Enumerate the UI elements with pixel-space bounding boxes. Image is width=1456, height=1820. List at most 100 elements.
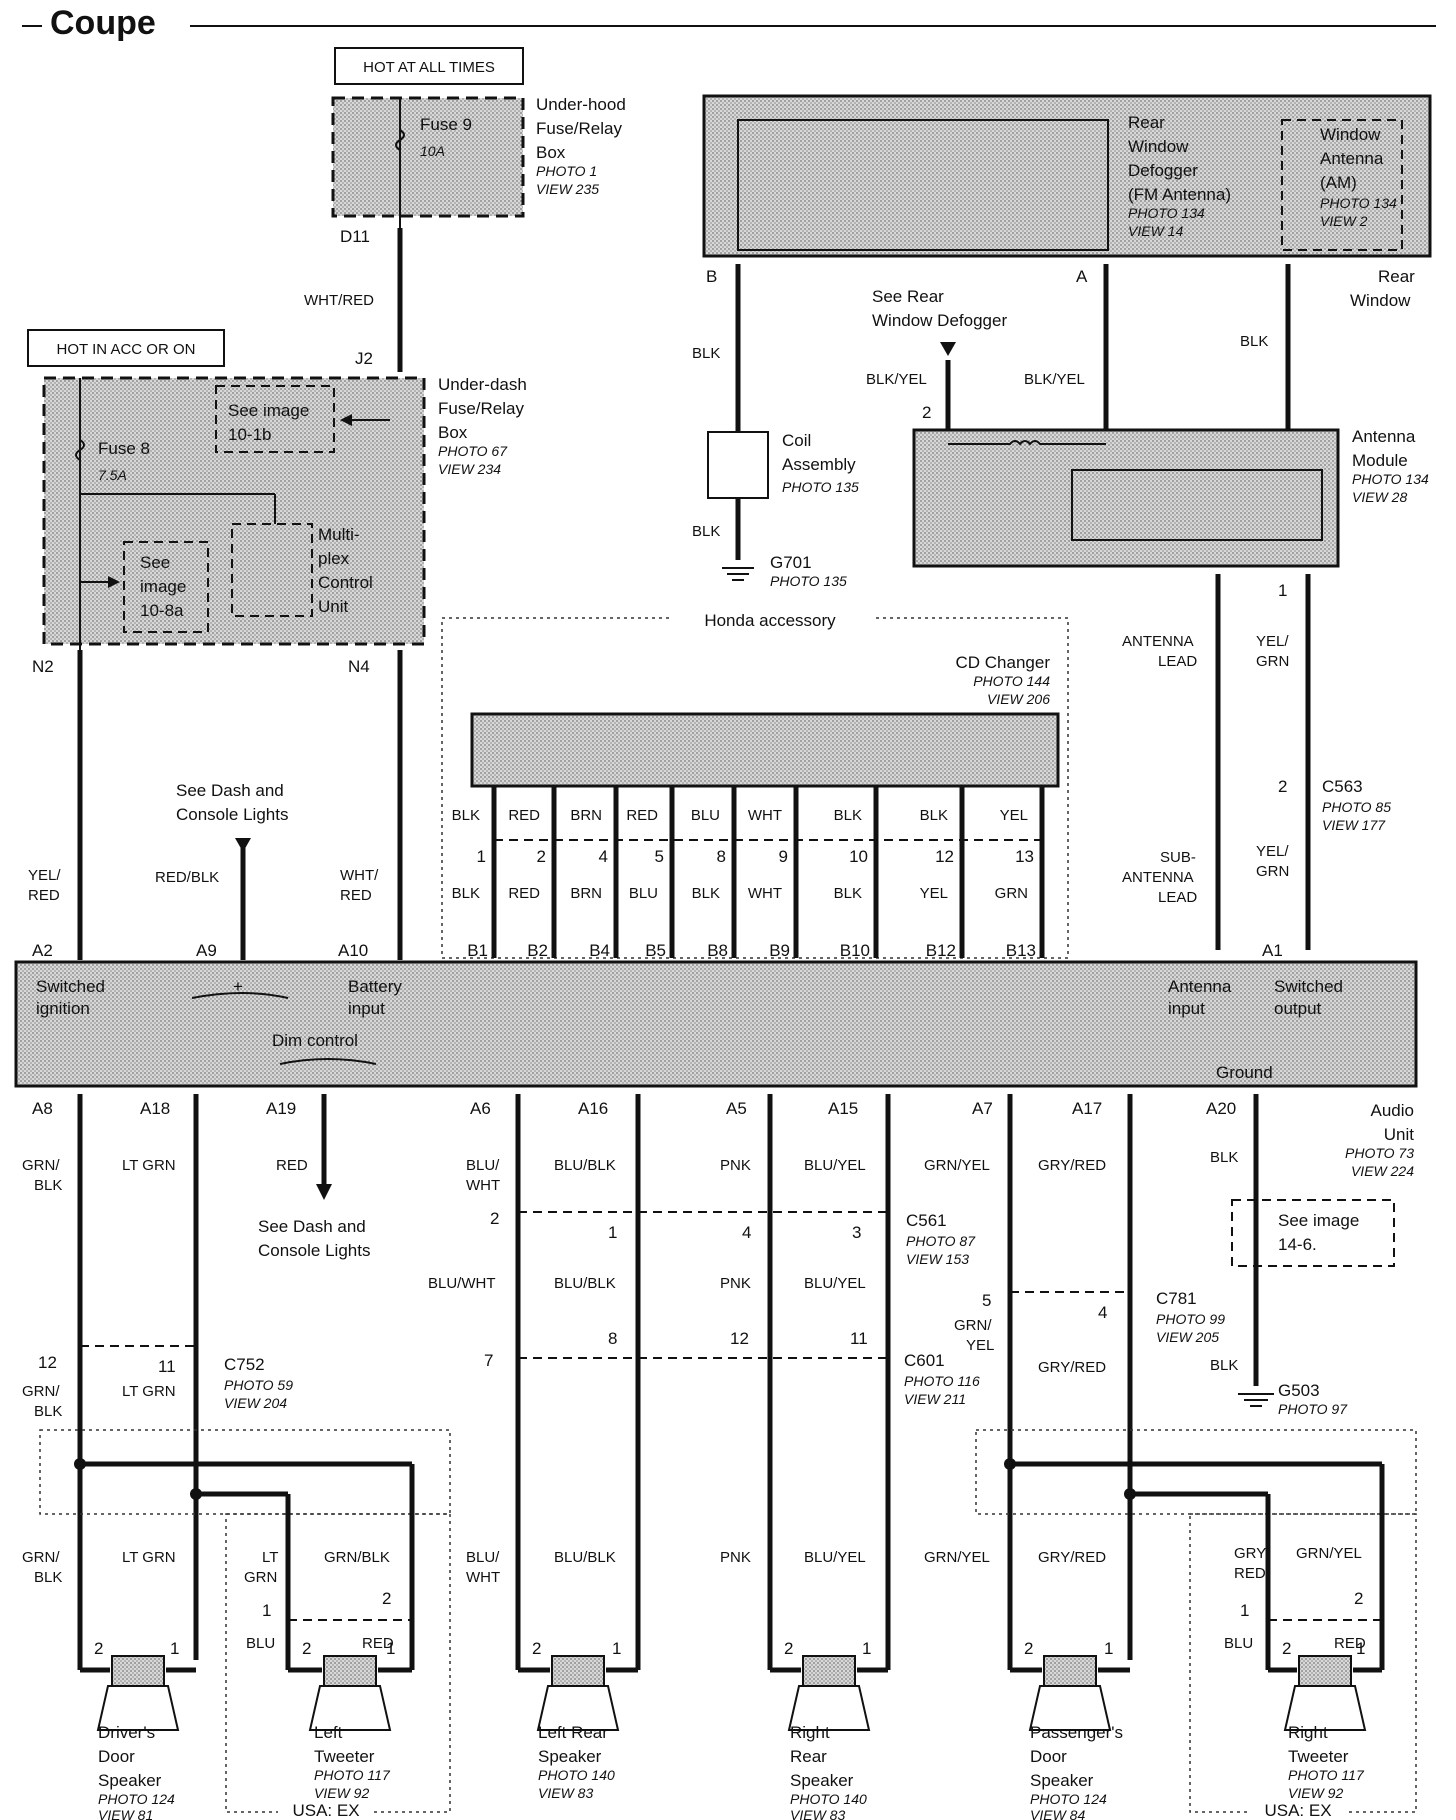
passengers-door-speaker-view: VIEW 84 — [1030, 1807, 1085, 1820]
see-dash-lights[interactable]: Console Lights — [176, 805, 288, 824]
cd-pin: 4 — [599, 847, 608, 866]
cd-bottom-wire-color: BRN — [570, 885, 602, 902]
wire-blu-wht-3: BLU/ — [466, 1549, 500, 1566]
cd-bottom-wire-color: YEL — [920, 885, 948, 902]
wire-blu-2: BLU — [1224, 1635, 1253, 1652]
cd-changer-name: CD Changer — [956, 653, 1051, 672]
antenna-module-name: Module — [1352, 451, 1408, 470]
antenna-lead: LEAD — [1158, 653, 1197, 670]
underhood-name: Fuse/Relay — [536, 119, 622, 138]
left-rear-speaker-photo: PHOTO 140 — [538, 1767, 615, 1783]
multiplex-control-unit — [231, 523, 313, 617]
see-image-14-6: See image — [1278, 1211, 1359, 1230]
coil-assembly — [707, 431, 769, 499]
wire-grn-blk: BLK — [34, 1177, 62, 1194]
drivers-door-speaker-label: Door — [98, 1747, 135, 1766]
left-tweeter-view: VIEW 92 — [314, 1785, 369, 1801]
window-antenna-name: Antenna — [1320, 149, 1384, 168]
pin-a18: A18 — [140, 1099, 170, 1118]
underdash-view: VIEW 234 — [438, 461, 501, 477]
c601-pin: 11 — [850, 1329, 868, 1348]
connector-c752: C752 — [224, 1355, 265, 1374]
cd-changer — [470, 712, 1060, 788]
passengers-door-speaker-pin: 2 — [1024, 1639, 1033, 1658]
usa-ex-region-left-lower — [225, 1513, 451, 1813]
antenna-lead: ANTENNA — [1122, 633, 1194, 650]
fuse-8-label: Fuse 8 — [98, 439, 150, 458]
wire-blk-yel-2: BLK/YEL — [1024, 371, 1085, 388]
cd-bottom-wire-color: BLU — [629, 885, 658, 902]
wire-blu-blk: BLU/BLK — [554, 1157, 616, 1174]
right-rear-speaker-label: Rear — [790, 1747, 827, 1766]
cd-pin: 10 — [849, 847, 868, 866]
c601-pin: 7 — [484, 1351, 493, 1370]
pin-j2: J2 — [355, 349, 373, 368]
underdash-name: Fuse/Relay — [438, 399, 524, 418]
hot-in-acc-text: HOT IN ACC OR ON — [57, 341, 196, 358]
c561-pin: 3 — [852, 1223, 861, 1242]
pin-a2: A2 — [32, 941, 53, 960]
sub-antenna-lead: ANTENNA — [1122, 869, 1194, 886]
tweeter-pin: 2 — [1354, 1589, 1363, 1608]
drivers-door-speaker-pin: 2 — [94, 1639, 103, 1658]
wire-pnk: PNK — [720, 1157, 751, 1174]
wire-grn-yel-3: GRN/YEL — [924, 1549, 990, 1566]
coil-name: Coil — [782, 431, 811, 450]
wire-lt-grn-3: LT GRN — [122, 1549, 176, 1566]
rear-window-label: Rear — [1378, 267, 1415, 286]
underhood-name: Box — [536, 143, 566, 162]
window-antenna-photo: PHOTO 134 — [1320, 195, 1397, 211]
mpcu-label: plex — [318, 549, 350, 568]
underdash-photo: PHOTO 67 — [438, 443, 508, 459]
wire-blk-a20: BLK — [1210, 1149, 1238, 1166]
see-image-14-6-box[interactable] — [1231, 1199, 1395, 1267]
see-rear-defogger[interactable]: Window Defogger — [872, 311, 1007, 330]
right-rear-speaker-icon — [788, 1655, 870, 1731]
wire-grn-yel-2: YEL — [966, 1337, 994, 1354]
audio-pin-b8: B8 — [707, 941, 728, 960]
cd-bottom-wire-color: BLK — [834, 885, 862, 902]
passengers-door-speaker-label: Passenger's — [1030, 1723, 1123, 1742]
see-image-10-1b-box[interactable] — [215, 385, 335, 453]
underhood-fuse-box — [331, 96, 525, 218]
c561-view: VIEW 153 — [906, 1251, 969, 1267]
underhood-name: Under-hood — [536, 95, 626, 114]
see-dash-lights[interactable]: See Dash and — [176, 781, 284, 800]
c561-pin: 4 — [742, 1223, 751, 1242]
cd-bottom-wire-color: WHT — [748, 885, 782, 902]
hot-at-all-times-text: HOT AT ALL TIMES — [363, 59, 495, 76]
right-rear-speaker-view: VIEW 83 — [790, 1807, 845, 1820]
cd-top-wire-color: RED — [508, 807, 540, 824]
mpcu-label: Control — [318, 573, 373, 592]
connector-c601: C601 — [904, 1351, 945, 1370]
underhood-view: VIEW 235 — [536, 181, 599, 197]
cd-top-wire-color: YEL — [1000, 807, 1028, 824]
right-rear-speaker-pin: 2 — [784, 1639, 793, 1658]
pin-a10: A10 — [338, 941, 368, 960]
cd-top-wire-color: BRN — [570, 807, 602, 824]
wire-lt-grn-2: LT GRN — [122, 1383, 176, 1400]
c563-view: VIEW 177 — [1322, 817, 1386, 833]
cd-changer-photo: PHOTO 144 — [973, 673, 1050, 689]
see-image-10-8a-box[interactable] — [123, 541, 209, 633]
see-rear-defogger[interactable]: See Rear — [872, 287, 944, 306]
drivers-door-speaker-label: Driver's — [98, 1723, 155, 1742]
cd-pin: 5 — [655, 847, 664, 866]
passengers-door-speaker-label: Speaker — [1030, 1771, 1094, 1790]
coil-photo: PHOTO 135 — [782, 479, 859, 495]
cd-bottom-wire-color: BLK — [452, 885, 480, 902]
right-tweeter-label: Tweeter — [1288, 1747, 1349, 1766]
see-dash-lights-2[interactable]: Console Lights — [258, 1241, 370, 1260]
wire-yel-grn: GRN — [1256, 653, 1289, 670]
see-dash-lights-2[interactable]: See Dash and — [258, 1217, 366, 1236]
switched-output: output — [1274, 999, 1322, 1018]
audio-pin-b5: B5 — [645, 941, 666, 960]
connector-c561: C561 — [906, 1211, 947, 1230]
wire-pnk-2: PNK — [720, 1275, 751, 1292]
cd-pin: 13 — [1015, 847, 1034, 866]
wire-blk-yel: BLK/YEL — [866, 371, 927, 388]
see-image-10-8a: image — [140, 577, 186, 596]
c781-pin: 5 — [982, 1291, 991, 1310]
